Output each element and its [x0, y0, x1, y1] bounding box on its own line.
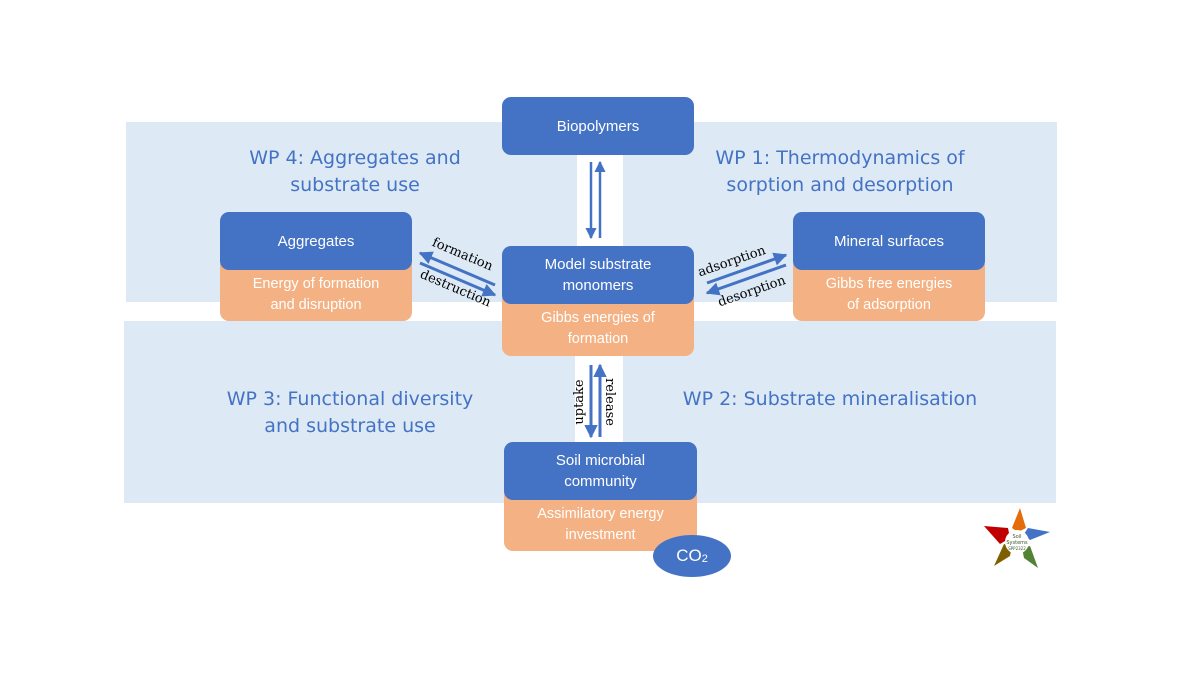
co2-subscript: 2 — [701, 553, 708, 565]
logo-text-3: SPP2322 — [1008, 546, 1026, 551]
model-substrate-label: Model substrate monomers — [502, 246, 694, 304]
biopolymers-text: Biopolymers — [556, 117, 640, 135]
soil-microbial-line1: Soil microbial — [555, 452, 646, 469]
logo-petal-green — [1022, 546, 1038, 568]
wp4-title-line1: WP 4: Aggregates and — [249, 147, 461, 169]
mineral-surfaces-energy-line2: of adsorption — [847, 296, 931, 313]
wp3-title-line2: and substrate use — [264, 415, 436, 437]
aggregates-energy-line2: and disruption — [270, 296, 362, 313]
mineral-surfaces-energy-line1: Gibbs free energies — [825, 275, 953, 292]
logo-center — [1005, 530, 1029, 554]
soil-microbial-label: Soil microbial community — [504, 442, 697, 500]
arrow-desorption — [705, 263, 787, 296]
arrow-destruction — [419, 261, 497, 297]
model-substrate-node: Model substrate monomers Gibbs energies … — [502, 246, 694, 356]
aggregates-energy-line1: Energy of formation — [252, 275, 380, 292]
wp1-title-line2: sorption and desorption — [726, 174, 954, 196]
mineral-surfaces-label: Mineral surfaces — [793, 212, 985, 270]
wp4-title: WP 4: Aggregates and substrate use — [200, 145, 510, 199]
co2-text: CO — [676, 546, 702, 565]
soil-microbial-energy-line1: Assimilatory energy — [537, 505, 664, 522]
soil-systems-star-logo-icon: Soil Systems SPP2322 — [984, 508, 1050, 568]
soil-microbial-line2: community — [564, 473, 637, 490]
label-uptake: uptake — [572, 379, 587, 425]
model-substrate-line1: Model substrate — [544, 256, 652, 273]
wp1-title-line1: WP 1: Thermodynamics of — [715, 147, 965, 169]
model-substrate-energy-line1: Gibbs energies of — [541, 310, 655, 326]
mineral-surfaces-energy: Gibbs free energies of adsorption — [793, 264, 985, 321]
wp3-title-line1: WP 3: Functional diversity — [226, 388, 474, 410]
logo-petal-blue — [1024, 528, 1050, 540]
biopolymers-node: Biopolymers — [502, 97, 694, 155]
aggregates-text: Aggregates — [277, 232, 355, 250]
logo-petal-red — [984, 526, 1010, 544]
soil-microbial-energy-line2: investment — [565, 526, 636, 543]
wp4-title-line2: substrate use — [290, 174, 420, 196]
wp3-title: WP 3: Functional diversity and substrate… — [205, 386, 495, 440]
aggregates-node: Aggregates Energy of formation and disru… — [220, 212, 412, 321]
mineral-surfaces-node: Mineral surfaces Gibbs free energies of … — [793, 212, 985, 321]
model-substrate-energy-line2: formation — [567, 331, 629, 347]
aggregates-label: Aggregates — [220, 212, 412, 270]
aggregates-energy: Energy of formation and disruption — [220, 264, 412, 321]
logo-text-2: Systems — [1006, 540, 1028, 546]
biopolymers-label: Biopolymers — [502, 97, 694, 155]
logo-text-1: Soil — [1012, 534, 1021, 540]
mineral-surfaces-text: Mineral surfaces — [833, 232, 945, 250]
wp2-title: WP 2: Substrate mineralisation — [670, 386, 990, 413]
wp2-title-line1: WP 2: Substrate mineralisation — [682, 388, 978, 410]
arrow-adsorption — [706, 252, 788, 285]
logo-petal-orange — [1012, 508, 1026, 532]
wp1-title: WP 1: Thermodynamics of sorption and des… — [690, 145, 990, 199]
logo-petal-brown — [994, 544, 1012, 566]
label-formation: formation — [430, 235, 496, 274]
model-substrate-line2: monomers — [562, 277, 634, 294]
arrow-formation — [418, 251, 496, 287]
model-substrate-energy: Gibbs energies of formation — [502, 298, 694, 356]
label-release: release — [602, 378, 617, 426]
